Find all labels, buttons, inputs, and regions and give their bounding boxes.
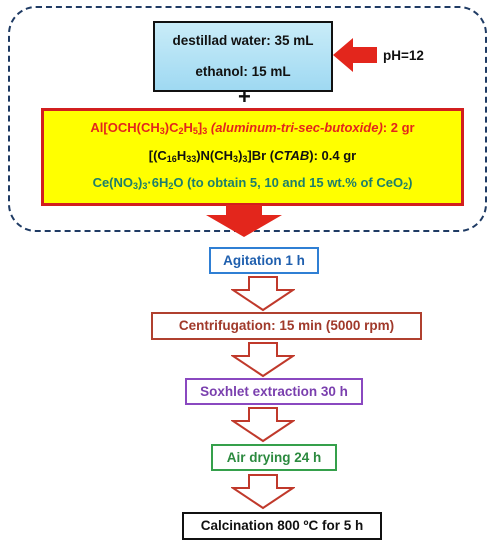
- plus-sign: +: [238, 84, 251, 109]
- step-calcination: Calcination 800 ºC for 5 h: [182, 512, 382, 540]
- step-soxhlet-extraction: Soxhlet extraction 30 h: [185, 378, 363, 405]
- red-left-arrow-icon: [333, 38, 377, 72]
- water-volume-label: destillad water: 35 mL: [172, 33, 314, 48]
- step-centrifugation: Centrifugation: 15 min (5000 rpm): [151, 312, 422, 340]
- hollow-down-arrow-icon: [231, 342, 295, 378]
- aluminum-butoxide-line: Al[OCH(CH3)C2H5]3 (aluminum-tri-sec-buto…: [90, 120, 415, 136]
- step-agitation: Agitation 1 h: [209, 247, 319, 274]
- hollow-down-arrow-icon: [231, 276, 295, 312]
- hollow-down-arrow-icon: [231, 474, 295, 510]
- hollow-down-arrow-icon: [231, 407, 295, 443]
- ph-label: pH=12: [383, 48, 424, 63]
- cerium-nitrate-line: Ce(NO3)3·6H2O (to obtain 5, 10 and 15 wt…: [92, 175, 413, 191]
- ethanol-volume-label: ethanol: 15 mL: [195, 64, 291, 79]
- reagent-box: Al[OCH(CH3)C2H5]3 (aluminum-tri-sec-buto…: [41, 108, 464, 206]
- solvent-box: destillad water: 35 mL ethanol: 15 mL: [153, 21, 333, 92]
- ctab-line: [(C16H33)N(CH3)3]Br (CTAB): 0.4 gr: [148, 148, 357, 164]
- red-down-arrow-icon: [206, 205, 282, 237]
- step-air-drying: Air drying 24 h: [211, 444, 337, 471]
